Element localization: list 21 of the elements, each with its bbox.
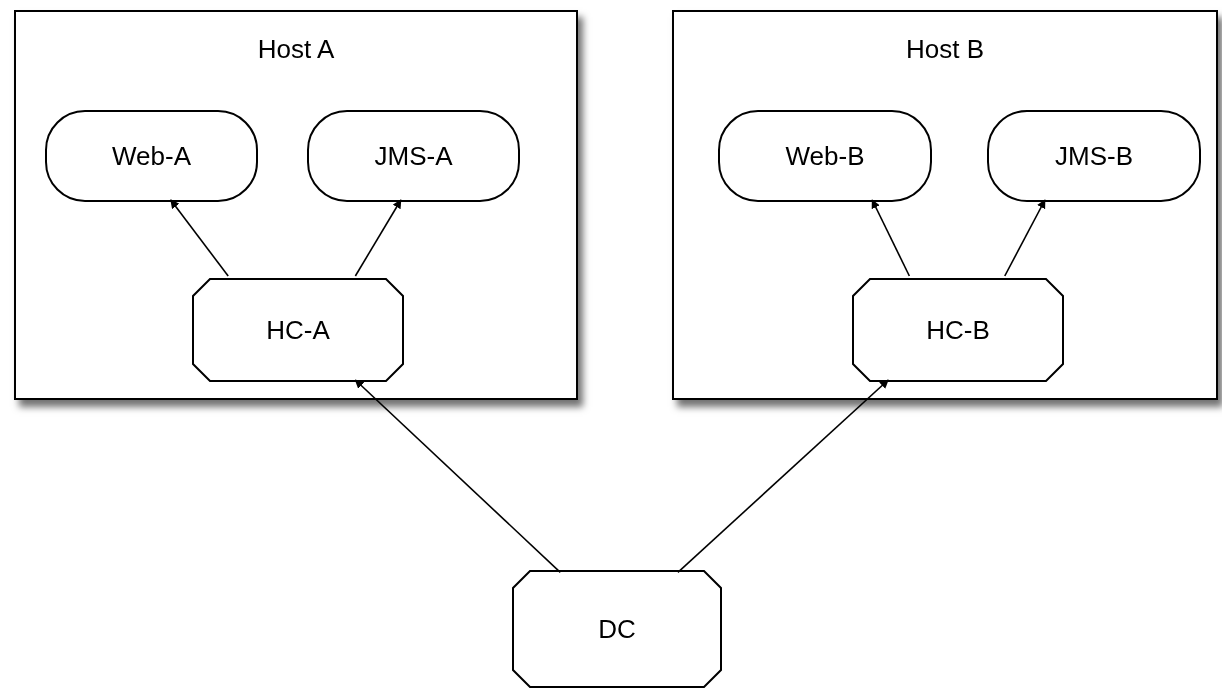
node-label: Web-A xyxy=(112,139,191,173)
arrow xyxy=(170,199,229,277)
rounded-box xyxy=(307,110,520,202)
node-label: HC-B xyxy=(926,313,990,347)
node-label: JMS-B xyxy=(1055,139,1133,173)
rounded-box xyxy=(45,110,258,202)
host-title: Host A xyxy=(257,33,335,66)
node-label: JMS-A xyxy=(374,139,453,173)
node-label: HC-A xyxy=(266,313,330,347)
arrow xyxy=(1003,199,1046,277)
arrow xyxy=(354,379,562,574)
host-title: Host B xyxy=(906,33,984,66)
host-box xyxy=(14,10,578,400)
node-label: DC xyxy=(598,612,636,646)
node-label: Web-B xyxy=(785,139,865,173)
arrow xyxy=(871,199,911,277)
rounded-box xyxy=(718,110,932,202)
arrow xyxy=(354,199,402,277)
arrow xyxy=(677,379,889,574)
host-box xyxy=(672,10,1218,400)
rounded-box xyxy=(987,110,1201,202)
